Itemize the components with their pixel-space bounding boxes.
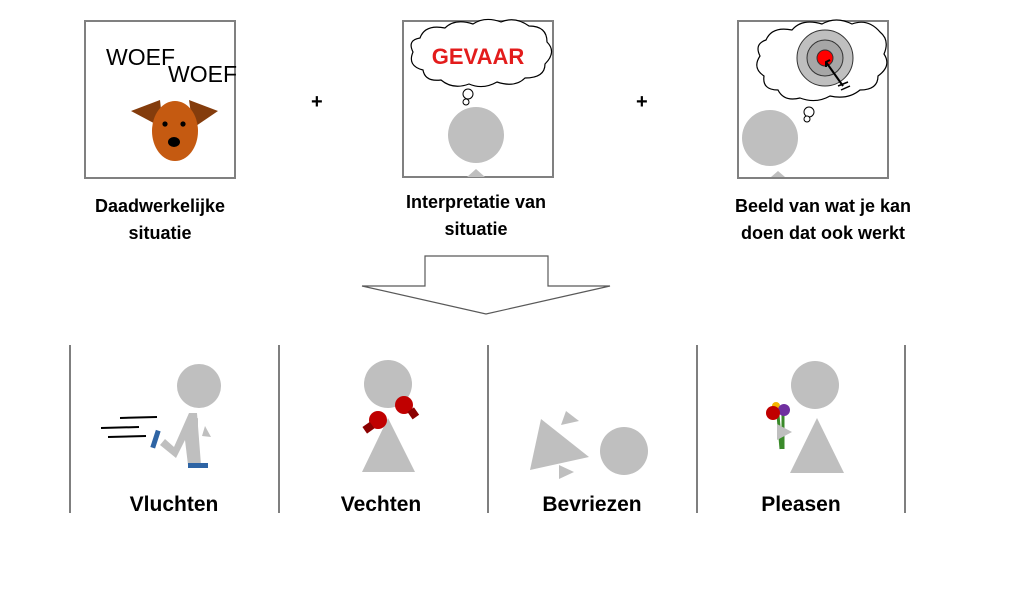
bark-text-2: WOEF: [168, 61, 237, 87]
response-freeze-label: Bevriezen: [542, 493, 642, 516]
caption-line: Daadwerkelijke: [94, 196, 226, 216]
response-fight-label: Vechten: [340, 493, 422, 516]
flower-bouquet-icon: [766, 402, 792, 450]
target-icon: [796, 29, 854, 91]
dog-icon: [131, 100, 218, 161]
person-head-icon: [742, 110, 798, 166]
situation-caption: Daadwerkelijke situatie: [60, 193, 260, 247]
situation-panel: WOEF WOEF: [84, 20, 237, 179]
caption-line: situatie: [128, 223, 192, 243]
bark-text-1: WOEF: [106, 44, 175, 70]
plus-operator-1: +: [311, 91, 323, 113]
please-figure-icon: [766, 361, 844, 473]
plus-operator-2: +: [636, 91, 648, 113]
danger-text: GEVAAR: [432, 44, 525, 69]
down-arrow-icon: [361, 255, 611, 315]
caption-line: Interpretatie van: [405, 192, 547, 212]
freeze-figure-icon: [530, 411, 648, 479]
column-dividers: [69, 345, 906, 513]
caption-line: situatie: [444, 219, 508, 239]
fight-figure-icon: [362, 360, 420, 472]
interpretation-panel: GEVAAR: [402, 18, 554, 178]
interpretation-caption: Interpretatie van situatie: [366, 189, 586, 243]
caption-line: Beeld van wat je kan: [734, 196, 912, 216]
response-please-label: Pleasen: [761, 493, 841, 516]
thought-cloud-icon: [410, 18, 553, 106]
flee-figure-icon: [100, 364, 221, 468]
caption-line: doen dat ook werkt: [740, 223, 906, 243]
goal-image-caption: Beeld van wat je kan doen dat ook werkt: [703, 193, 943, 247]
response-flee-label: Vluchten: [129, 493, 219, 516]
boxing-glove-icon: [362, 396, 420, 434]
goal-image-panel: [737, 19, 889, 179]
person-head-icon: [448, 107, 504, 163]
